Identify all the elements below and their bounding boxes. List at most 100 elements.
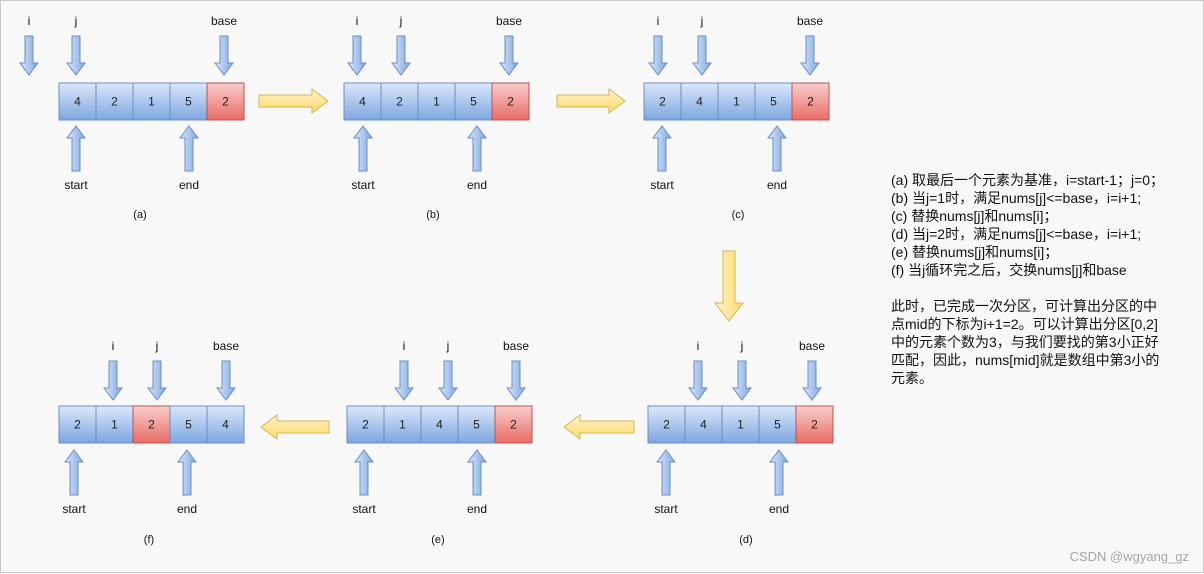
pointer-i-arrow-icon	[347, 35, 367, 76]
pointer-start-arrow-icon	[656, 449, 676, 496]
pointer-i-arrow-icon	[19, 35, 39, 76]
pointer-label-j: j	[74, 14, 78, 28]
cell-value: 2	[510, 418, 517, 432]
array-cell	[454, 82, 493, 121]
pointer-label-i: i	[356, 14, 359, 28]
pivot-cell	[791, 82, 830, 121]
watermark: CSDN @wgyang_gz	[1069, 549, 1189, 564]
step-list: (a) 取最后一个元素为基准，i=start-1；j=0； (b) 当j=1时，…	[891, 171, 1191, 279]
pointer-label-end: end	[767, 178, 787, 192]
cell-value: 2	[362, 418, 369, 432]
pointer-i-arrow-icon	[688, 360, 708, 401]
array-cell	[417, 82, 456, 121]
array-cell	[346, 405, 385, 444]
array-cell	[169, 405, 208, 444]
pivot-cell	[206, 82, 245, 121]
cell-value: 5	[770, 95, 777, 109]
cell-value: 5	[185, 418, 192, 432]
cell-value: 2	[807, 95, 814, 109]
step-b-text: (b) 当j=1时，满足nums[j]<=base，i=i+1;	[891, 190, 1142, 206]
pointer-label-base: base	[503, 339, 529, 353]
cell-value: 2	[222, 95, 229, 109]
conclusion-line: 元素。	[891, 370, 933, 386]
pointer-label-end: end	[177, 502, 197, 516]
state-caption: (e)	[431, 534, 444, 546]
cell-value: 5	[185, 95, 192, 109]
array-cell	[206, 405, 245, 444]
cell-value: 2	[811, 418, 818, 432]
pointer-j-arrow-icon	[147, 360, 167, 401]
array-cell	[643, 82, 682, 121]
pointer-end-arrow-icon	[467, 449, 487, 496]
pointer-start-arrow-icon	[353, 125, 373, 172]
pointer-end-arrow-icon	[769, 449, 789, 496]
pointer-label-start: start	[352, 502, 376, 516]
cell-value: 2	[659, 95, 666, 109]
pointer-i-arrow-icon	[394, 360, 414, 401]
step-d-text: (d) 当j=2时，满足nums[j]<=base，i=i+1;	[891, 226, 1142, 242]
array-cell	[380, 82, 419, 121]
pointer-j-arrow-icon	[692, 35, 712, 76]
array-cell	[383, 405, 422, 444]
cell-value: 1	[399, 418, 406, 432]
conclusion-line: 匹配，因此，nums[mid]就是数组中第3小的	[891, 352, 1160, 368]
pointer-label-i: i	[403, 339, 406, 353]
cell-value: 2	[507, 95, 514, 109]
state-caption: (b)	[426, 209, 439, 221]
conclusion-line: 点mid的下标为i+1=2。可以计算出分区[0,2]	[891, 316, 1158, 332]
state-caption: (a)	[133, 209, 146, 221]
pointer-label-end: end	[179, 178, 199, 192]
flow-arrow-a-to-b-icon	[258, 88, 329, 114]
pivot-cell	[795, 405, 834, 444]
pointer-end-arrow-icon	[467, 125, 487, 172]
cell-value: 1	[737, 418, 744, 432]
step-e-text: (e) 替换nums[j]和nums[i]；	[891, 244, 1059, 260]
conclusion-line: 中的元素个数为3，与我们要找的第3小正好	[891, 334, 1159, 350]
pointer-j-arrow-icon	[438, 360, 458, 401]
pointer-label-j: j	[446, 339, 450, 353]
state-caption: (d)	[739, 534, 752, 546]
pointer-label-end: end	[769, 502, 789, 516]
pointer-base-arrow-icon	[499, 35, 519, 76]
conclusion-line: 此时，已完成一次分区，可计算出分区的中	[891, 298, 1157, 314]
array-cell	[132, 82, 171, 121]
cell-value: 2	[148, 418, 155, 432]
array-cell	[95, 405, 134, 444]
array-cell	[58, 405, 97, 444]
pointer-base-arrow-icon	[802, 360, 822, 401]
conclusion-text: 此时，已完成一次分区，可计算出分区的中 点mid的下标为i+1=2。可以计算出分…	[891, 297, 1191, 387]
cell-value: 2	[74, 418, 81, 432]
step-a-text: (a) 取最后一个元素为基准，i=start-1；j=0；	[891, 172, 1165, 188]
pointer-end-arrow-icon	[179, 125, 199, 172]
cell-value: 2	[663, 418, 670, 432]
pointer-base-arrow-icon	[800, 35, 820, 76]
cell-value: 1	[733, 95, 740, 109]
pointer-label-i: i	[657, 14, 660, 28]
pointer-label-j: j	[155, 339, 159, 353]
pointer-label-start: start	[654, 502, 678, 516]
array-cell	[754, 82, 793, 121]
cell-value: 4	[74, 95, 81, 109]
array-cell	[717, 82, 756, 121]
pointer-i-arrow-icon	[648, 35, 668, 76]
pointer-label-base: base	[213, 339, 239, 353]
cell-value: 4	[700, 418, 707, 432]
flow-arrow-c-to-d-icon	[713, 250, 745, 322]
array-cell	[680, 82, 719, 121]
flow-arrow-e-to-f-icon	[260, 414, 330, 440]
pointer-label-i: i	[112, 339, 115, 353]
state-caption: (c)	[732, 209, 745, 221]
pointer-base-arrow-icon	[214, 35, 234, 76]
cell-value: 5	[470, 95, 477, 109]
cell-value: 4	[436, 418, 443, 432]
pivot-cell	[491, 82, 530, 121]
pointer-label-base: base	[797, 14, 823, 28]
array-cell	[420, 405, 459, 444]
